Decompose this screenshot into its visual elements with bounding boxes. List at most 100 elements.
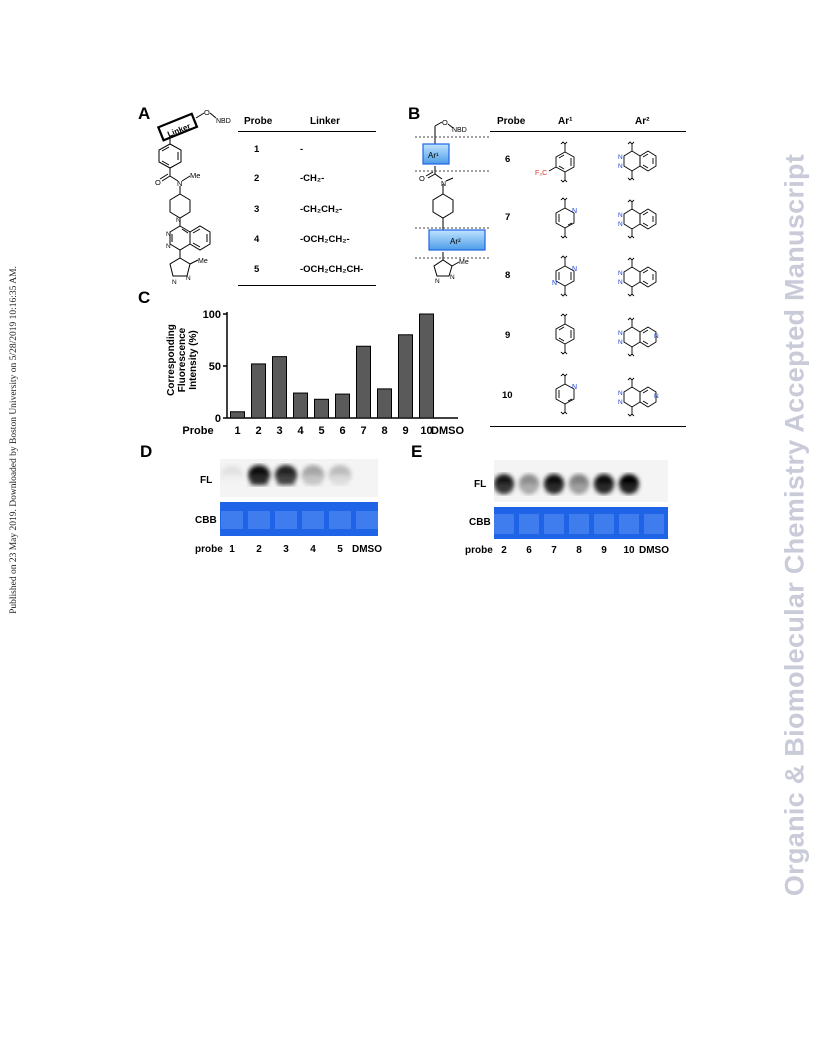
ar2-label: Ar² xyxy=(450,237,461,246)
bar-probe-6 xyxy=(335,393,350,419)
bar-probe-8 xyxy=(377,388,392,419)
table-a-linker: - xyxy=(300,144,304,155)
svg-text:N: N xyxy=(572,384,577,391)
lane-label: 3 xyxy=(283,544,289,555)
bar-probe-4 xyxy=(293,392,308,419)
cbb-band-lane-2 xyxy=(494,514,514,534)
cbb-band-lane-DMSO xyxy=(356,511,378,529)
methyl-label: Me xyxy=(459,259,469,266)
fl-smear-lane-7 xyxy=(546,484,562,492)
panel-d-letter: D xyxy=(140,442,153,461)
table-b-probe: 8 xyxy=(505,270,511,281)
table-b-probe: 9 xyxy=(505,330,511,341)
cbb-band-lane-DMSO xyxy=(644,514,664,534)
fl-smear-lane-1 xyxy=(223,475,241,485)
table-a-linker: -OCH₂CH₂- xyxy=(300,234,350,245)
panel-a-structure: Linker O NBD O N Me Me N N N N N xyxy=(155,108,231,286)
y-axis-label: Corresponding xyxy=(166,324,177,396)
ar2-structures: NN NN NN NNN NNN xyxy=(618,141,659,417)
gel-e-fl-label: FL xyxy=(474,479,487,490)
svg-text:N: N xyxy=(654,333,659,340)
y-tick-label: 100 xyxy=(203,309,221,321)
bar-probe-5 xyxy=(314,398,329,419)
cbb-band-lane-5 xyxy=(329,511,351,529)
cbb-band-lane-8 xyxy=(569,514,589,534)
table-b-rule-bottom xyxy=(490,426,686,427)
lane-label: 7 xyxy=(551,545,557,556)
x-axis-label: Probe xyxy=(182,425,213,437)
carbonyl-o-label: O xyxy=(155,178,161,187)
y-axis-label: Fluorescence xyxy=(177,327,188,392)
lane-label: 1 xyxy=(229,544,235,555)
ar1-structures: F₃C N N N N xyxy=(535,141,577,415)
table-a-rule-bottom xyxy=(238,285,376,286)
x-tick-label: 7 xyxy=(360,425,366,437)
fl-smear-lane-9 xyxy=(596,484,612,492)
fl-smear-lane-8 xyxy=(571,484,587,492)
svg-text:N: N xyxy=(618,154,623,161)
table-b-probe: 10 xyxy=(502,390,513,401)
lane-label: 8 xyxy=(576,545,582,556)
table-a-probe: 2 xyxy=(254,173,260,184)
table-b-probe: 7 xyxy=(505,212,511,223)
lane-label: DMSO xyxy=(639,545,669,556)
x-tick-label: 9 xyxy=(402,425,408,437)
svg-text:N: N xyxy=(618,330,623,337)
x-tick-label: 6 xyxy=(339,425,345,437)
table-a-linker: -CH₂CH₂- xyxy=(300,204,343,215)
panel-c-letter: C xyxy=(138,288,151,307)
bar-probe-2 xyxy=(251,363,266,419)
lane-label: 5 xyxy=(337,544,343,555)
svg-text:N: N xyxy=(552,280,557,287)
cbb-band-lane-2 xyxy=(248,511,270,529)
gel-e-probe-label: probe xyxy=(465,545,493,556)
lane-label: 4 xyxy=(310,544,316,555)
svg-text:N: N xyxy=(441,181,446,188)
y-tick-label: 50 xyxy=(209,361,221,373)
bar-probe-10 xyxy=(419,313,434,419)
table-a-linker: -OCH₂CH₂CH- xyxy=(300,264,364,275)
fl-smear-lane-4 xyxy=(304,475,322,485)
table-a-header-probe: Probe xyxy=(244,116,273,127)
linker-label: Linker xyxy=(166,122,192,139)
svg-text:N: N xyxy=(176,217,181,224)
publication-note: Published on 23 May 2019. Downloaded by … xyxy=(9,266,19,614)
svg-text:N: N xyxy=(618,339,623,346)
nbd-label: NBD xyxy=(452,127,467,134)
svg-text:N: N xyxy=(654,393,659,400)
fl-smear-lane-2 xyxy=(496,484,512,492)
bar-probe-7 xyxy=(356,345,371,419)
bar-probe-1 xyxy=(230,411,245,419)
table-a-rule-top xyxy=(238,131,376,132)
cbb-band-lane-4 xyxy=(302,511,324,529)
svg-text:N: N xyxy=(435,278,440,285)
methyl-label: Me xyxy=(190,171,200,180)
table-b-probe: 6 xyxy=(505,154,511,165)
svg-text:N: N xyxy=(618,163,623,170)
fl-smear-lane-3 xyxy=(277,475,295,485)
lane-label: 2 xyxy=(256,544,262,555)
gel-d-probe-label: probe xyxy=(195,544,223,555)
x-tick-label: 8 xyxy=(381,425,387,437)
svg-text:N: N xyxy=(450,274,455,281)
gel-d-cbb-label: CBB xyxy=(195,515,217,526)
ether-o-label: O xyxy=(204,108,210,117)
lane-label: 6 xyxy=(526,545,532,556)
svg-text:N: N xyxy=(618,279,623,286)
bar-probe-3 xyxy=(272,356,287,419)
svg-text:N: N xyxy=(618,390,623,397)
svg-text:N: N xyxy=(166,243,171,250)
lane-label: DMSO xyxy=(352,544,382,555)
svg-text:O: O xyxy=(419,174,425,183)
cbb-band-lane-7 xyxy=(544,514,564,534)
x-tick-label: 1 xyxy=(234,425,240,437)
svg-text:N: N xyxy=(618,270,623,277)
x-tick-label: 4 xyxy=(297,425,304,437)
ar1-label: Ar¹ xyxy=(428,151,439,160)
y-axis-label: Intensity (%) xyxy=(188,330,199,389)
fl-smear-lane-2 xyxy=(250,475,268,485)
svg-text:N: N xyxy=(618,221,623,228)
x-tick-label: 2 xyxy=(255,425,261,437)
gel-d-image xyxy=(220,459,378,536)
x-tick-label: DMSO xyxy=(431,425,464,437)
